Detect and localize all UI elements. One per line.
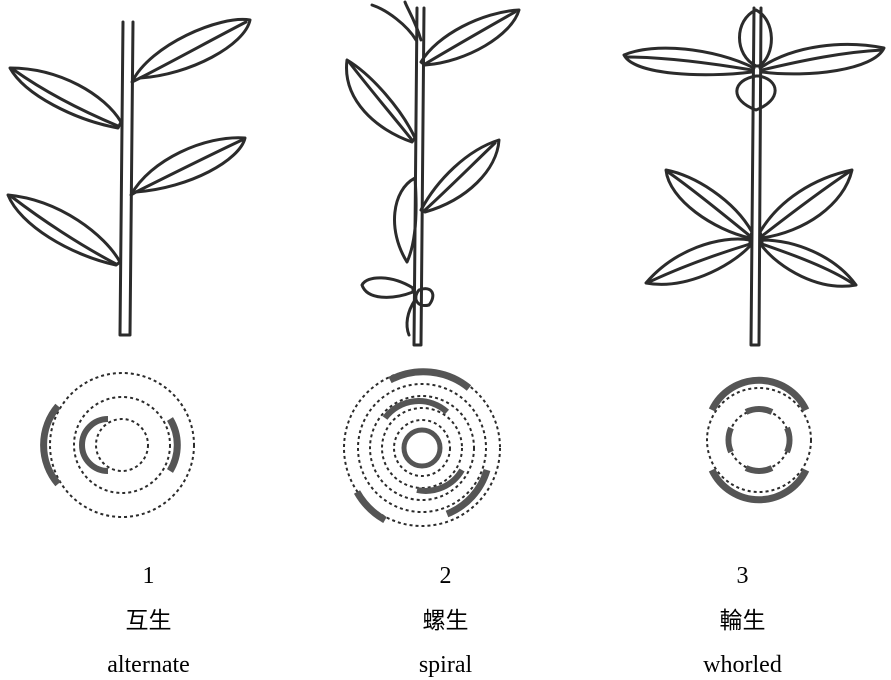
- leaf: [740, 10, 772, 66]
- panel-number: 1: [0, 561, 297, 591]
- panel-name-zh: 互生: [0, 606, 297, 636]
- spiral-diagram: [297, 0, 594, 560]
- whorled-diagram: [594, 0, 891, 560]
- leaf-base-arc: [746, 468, 772, 471]
- leaf-base-arc: [746, 409, 772, 412]
- panel-number: 2: [297, 561, 594, 591]
- leaf-midrib: [425, 12, 515, 64]
- leaf-base-arc: [787, 428, 790, 452]
- panel-name-en: alternate: [0, 650, 297, 680]
- leaf-midrib: [140, 22, 246, 78]
- leaf: [737, 76, 775, 110]
- leaf-base-arc: [712, 380, 806, 410]
- panel-name-zh: 輪生: [594, 606, 891, 636]
- stem: [751, 8, 761, 345]
- cross-section-alternate: [44, 373, 194, 517]
- leaf: [416, 289, 433, 306]
- branch: [372, 2, 421, 40]
- stem: [120, 22, 133, 335]
- panel-spiral: 2 螺生 spiral: [297, 0, 594, 678]
- panel-alternate: 1 互生 alternate: [0, 0, 297, 678]
- leaf-midrib: [762, 172, 849, 236]
- leaf-midrib: [349, 62, 412, 140]
- leaf-base-arc: [728, 428, 731, 452]
- leaf-base-arc: [390, 372, 469, 388]
- panel-whorled: 3 輪生 whorled: [594, 0, 891, 678]
- panel-number: 3: [594, 561, 891, 591]
- leaf: [362, 278, 413, 297]
- leaf-base-arc: [447, 470, 487, 514]
- leaf-midrib: [762, 50, 882, 70]
- cross-section-whorled: [707, 380, 811, 500]
- leaf: [760, 44, 884, 73]
- panel-name-en: whorled: [594, 650, 891, 680]
- panel-name-zh: 螺生: [297, 606, 594, 636]
- leaf-midrib: [12, 197, 116, 264]
- leaf-base-arc: [170, 419, 177, 471]
- leaf: [395, 178, 417, 262]
- leaf-base-arc: [385, 401, 447, 418]
- leaf-base-arc: [712, 470, 806, 500]
- cross-section-spiral: [344, 370, 500, 526]
- panel-name-en: spiral: [297, 650, 594, 680]
- alternate-diagram: [0, 0, 297, 560]
- leaf-midrib: [668, 172, 750, 236]
